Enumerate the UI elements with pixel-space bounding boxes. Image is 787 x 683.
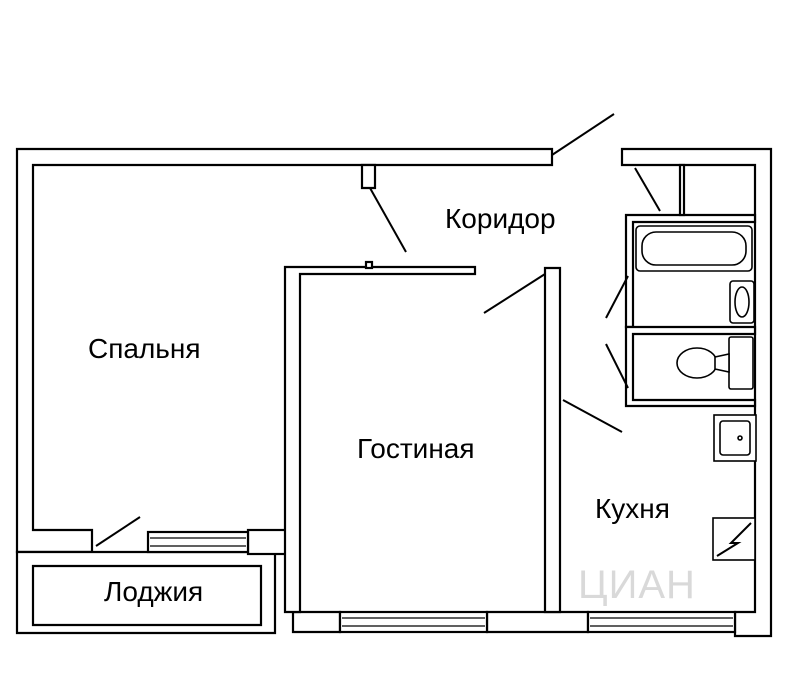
- bathtub-icon: [635, 225, 753, 272]
- interior-walls: [283, 163, 757, 614]
- fixtures: [635, 225, 757, 561]
- bedroom-corridor-wall-stub: [360, 163, 377, 190]
- toilet-icon: [676, 336, 754, 390]
- loggia-door-window: [146, 530, 250, 554]
- room-label-bedroom: Спальня: [88, 333, 201, 364]
- wall-marker: [364, 260, 374, 270]
- room-label-loggia: Лоджия: [104, 576, 203, 607]
- room-label-living-room: Гостиная: [357, 433, 475, 464]
- washbasin-icon: [729, 280, 755, 324]
- bathroom-door: [605, 275, 629, 319]
- watermark-logo: ЦИАН: [578, 563, 696, 607]
- living-room-door: [483, 273, 546, 314]
- room-label-corridor: Коридор: [445, 203, 556, 234]
- living-kitchen-wall: [543, 266, 562, 614]
- room-labels: Спальня Гостиная Коридор Кухня Лоджия: [88, 203, 670, 607]
- bath-toilet-divider: [624, 325, 757, 408]
- toilet-door: [605, 343, 629, 389]
- window-living-room: [338, 610, 489, 634]
- kitchen-sink-icon: [713, 414, 757, 462]
- kitchen-door: [562, 399, 623, 433]
- doors: [95, 113, 661, 547]
- room-label-kitchen: Кухня: [595, 493, 670, 524]
- loggia-door: [95, 516, 141, 547]
- windows: [338, 610, 737, 634]
- bedroom-door: [369, 187, 407, 253]
- window-kitchen: [586, 610, 737, 634]
- entrance-door: [551, 113, 615, 156]
- outer-wall-bottom-left: [291, 610, 342, 634]
- outer-wall-bottom-middle: [485, 610, 590, 634]
- living-room-north-wall: [283, 265, 477, 614]
- pantry-door: [634, 167, 661, 212]
- pantry-partition: [678, 163, 686, 217]
- stove-icon: [712, 517, 756, 561]
